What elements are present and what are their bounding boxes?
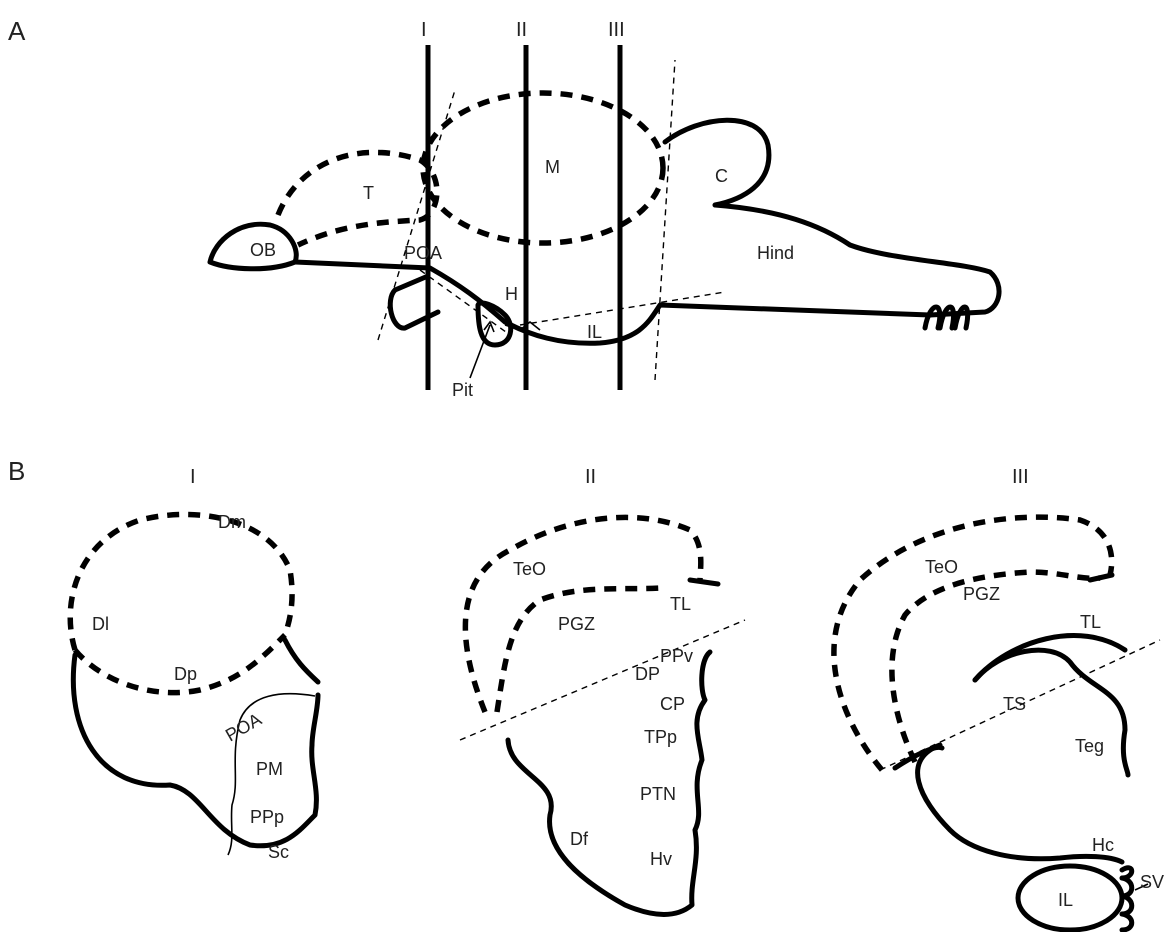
label-t: T [363,183,374,203]
section-iii-ts-outline [975,650,1128,775]
midbrain-outline [423,93,663,243]
label-ii-ppv: PPv [660,646,693,666]
section-ii-title: II [585,466,596,488]
section-ii-ventral-outline [508,652,710,914]
section-iii-title: III [1012,466,1029,488]
section-i-right-stub [285,640,318,682]
label-il: IL [587,322,602,342]
label-iii-sv: SV [1140,872,1164,892]
label-ii-df: Df [570,829,589,849]
nerve-loops [925,307,968,328]
label-pit: Pit [452,380,473,400]
section-label-i: I [421,19,427,41]
guide-line-2 [655,60,675,380]
section-iii-sv-coils [1122,868,1132,930]
section-ii-pgz-outline [497,588,660,712]
panel-a: A I II III OB T M C Hi [8,16,999,400]
panel-a-label: A [8,16,26,46]
label-ii-ptn: PTN [640,784,676,804]
label-iii-tl: TL [1080,612,1101,632]
label-h: H [505,284,518,304]
section-ii-tl-stub [690,580,718,584]
label-i-sc: Sc [268,842,289,862]
section-iii-tl-stub [1090,575,1112,580]
label-ii-hv: Hv [650,849,672,869]
section-ii-diagram: II TeO TL PGZ PPv DP CP TPp PTN Df Hv [460,466,745,914]
label-c: C [715,166,728,186]
label-ii-cp: CP [660,694,685,714]
label-ii-teo: TeO [513,559,546,579]
label-hind: Hind [757,243,794,263]
label-m: M [545,157,560,177]
section-iii-diagram: III TeO PGZ TL TS Teg Hc IL SV [834,466,1164,930]
label-iii-il: IL [1058,890,1073,910]
guide-line-4 [420,270,510,335]
label-i-ppp: PPp [250,807,284,827]
hindbrain-outline [665,120,999,315]
label-ob: OB [250,240,276,260]
label-ii-dp: DP [635,664,660,684]
label-i-dl: Dl [92,614,109,634]
label-iii-ts: TS [1003,694,1026,714]
panel-b-label: B [8,456,25,486]
optic-nerve [390,276,438,328]
label-ii-tl: TL [670,594,691,614]
label-ii-tpp: TPp [644,727,677,747]
label-iii-teg: Teg [1075,736,1104,756]
label-iii-teo: TeO [925,557,958,577]
section-i-title: I [190,466,196,488]
label-i-dm: Dm [218,512,246,532]
label-i-dp: Dp [174,664,197,684]
section-iii-teo-outline [834,517,1112,770]
label-iii-pgz: PGZ [963,584,1000,604]
label-ii-pgz: PGZ [558,614,595,634]
section-label-iii: III [608,19,625,41]
telencephalon-outline [278,152,437,245]
section-label-ii: II [516,19,527,41]
label-poa: POA [404,243,442,263]
section-iii-ts-upper [975,636,1125,680]
section-i-diagram: I Dm Dl Dp POA PM PPp Sc [70,466,318,862]
label-i-pm: PM [256,759,283,779]
label-iii-hc: Hc [1092,835,1114,855]
panel-b: B I Dm Dl Dp POA PM PPp Sc II TeO TL [8,456,1164,930]
